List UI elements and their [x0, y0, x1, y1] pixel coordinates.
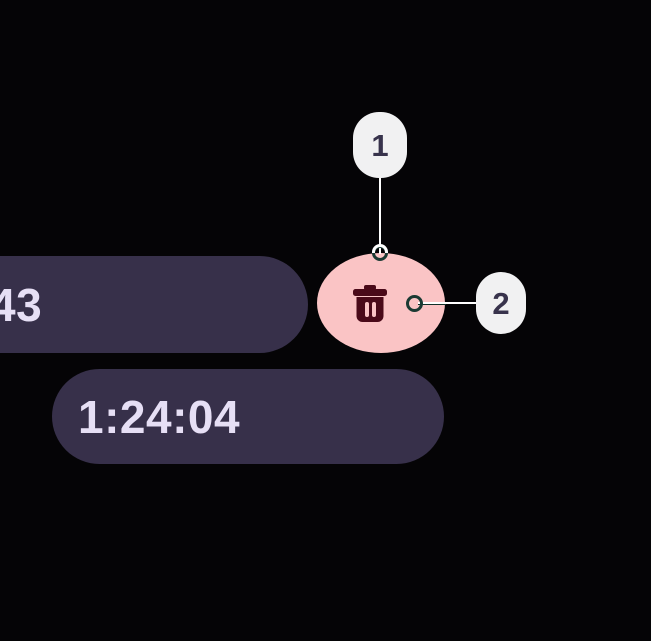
anchor-point-right: [406, 295, 423, 312]
timer-pill-label: 1:24:04: [78, 390, 241, 443]
score-pill[interactable]: 43: [0, 256, 308, 353]
connector-line-step-1: [379, 176, 381, 254]
step-badge-1[interactable]: 1: [353, 112, 407, 178]
score-pill-label: 43: [0, 278, 43, 331]
step-badge-2-label: 2: [492, 285, 510, 321]
connector-line-step-2: [418, 302, 480, 304]
step-badge-2[interactable]: 2: [476, 272, 526, 334]
step-badge-1-label: 1: [371, 127, 389, 163]
timer-pill[interactable]: 1:24:04: [52, 369, 444, 464]
anchor-point-top-highlight: [372, 244, 388, 253]
trash-icon: [353, 284, 387, 322]
